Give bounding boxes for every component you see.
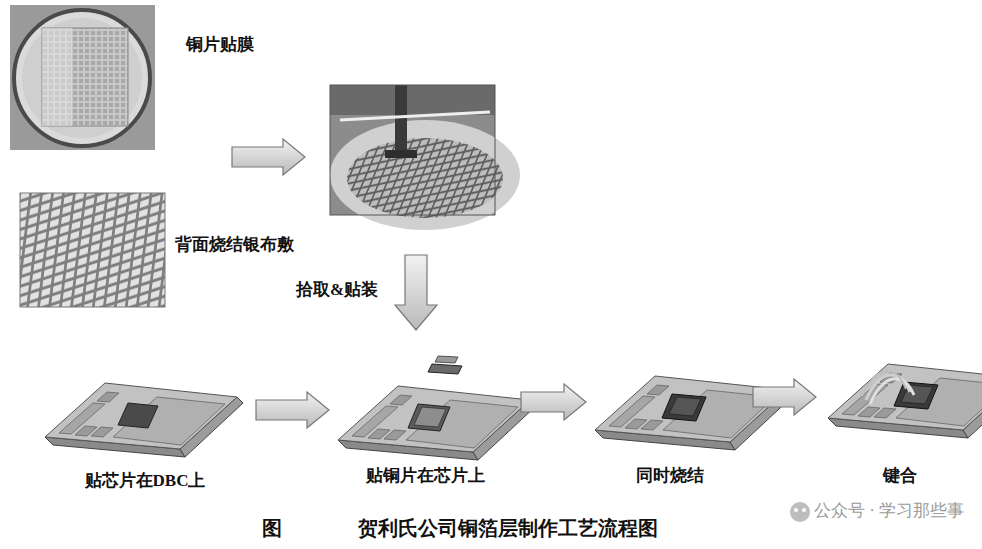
step-label: 拾取&贴装 [296,280,378,300]
process-step: 贴芯片在DBC上 [40,360,250,495]
flow-arrow [256,392,329,428]
process-step: 同时烧结 [592,362,747,490]
step-caption: 同时烧结 [636,466,704,486]
flow-arrow [521,384,586,420]
figure-mark: 图 [262,516,282,540]
watermark: 公众号 · 学习那些事 [814,501,964,521]
step-caption: 贴芯片在DBC上 [85,471,206,491]
step-caption: 键合 [883,466,917,486]
flow-arrow [753,379,816,415]
step-caption: 背面烧结银布敷 [175,235,294,255]
process-step: 贴铜片在芯片上 [335,352,515,490]
figure-caption: 贺利氏公司铜箔层制作工艺流程图 [358,516,658,540]
process-step: 键合 [822,350,977,490]
process-step: 铜片贴膜 [8,3,298,153]
step-caption: 铜片贴膜 [186,35,254,55]
process-step: 背面烧结银布敷 [18,190,318,310]
step-caption: 贴铜片在芯片上 [366,466,485,486]
